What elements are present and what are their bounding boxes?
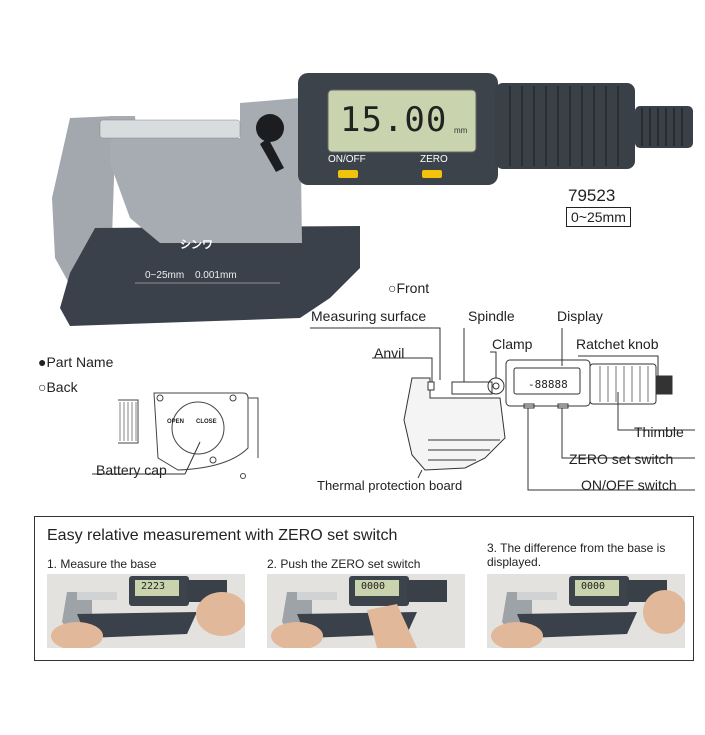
step-3-text: 3. The difference from the base is displ… <box>487 541 666 569</box>
step-1-photo: 2223 <box>47 574 245 648</box>
step-1-screen: 2223 <box>141 581 166 592</box>
back-cap-close-text: CLOSE <box>196 419 217 425</box>
step-3-photo: 0000 <box>487 574 685 648</box>
front-view-diagram <box>310 327 695 491</box>
front-small-display: -88888 <box>528 378 568 391</box>
label-onoff-switch: ON/OFF switch <box>581 477 677 493</box>
label-display: Display <box>557 308 603 324</box>
hero-display-unit: mm <box>454 126 468 135</box>
model-range: 0~25mm <box>566 207 631 227</box>
micrometer-illustration <box>52 73 693 326</box>
label-spindle: Spindle <box>468 308 515 324</box>
model-number: 79523 <box>568 186 616 205</box>
back-cap-open-text: OPEN <box>167 419 185 425</box>
label-measuring-surface: Measuring surface <box>311 308 427 324</box>
step-2-photo: 0000 <box>267 574 465 648</box>
label-ratchet-knob: Ratchet knob <box>576 336 659 352</box>
label-zero-set-switch: ZERO set switch <box>569 451 674 467</box>
back-label: ○Back <box>38 379 78 395</box>
label-clamp: Clamp <box>492 336 533 352</box>
label-thermal-board: Thermal protection board <box>317 478 463 493</box>
panel-title: Easy relative measurement with ZERO set … <box>47 527 398 544</box>
hero-zero-label: ZERO <box>420 154 448 165</box>
part-name-label: ●Part Name <box>38 354 114 370</box>
hero-onoff-label: ON/OFF <box>328 154 366 165</box>
step-2-text: 2. Push the ZERO set switch <box>267 557 421 571</box>
hero-micrometer: 15.00 mm ON/OFF ZERO シンワ 0~25mm 0.001mm <box>40 68 705 338</box>
step-1-text: 1. Measure the base <box>47 557 157 571</box>
step-2-screen: 0000 <box>361 581 386 592</box>
front-label: ○Front <box>388 280 430 296</box>
step-3-screen: 0000 <box>581 581 606 592</box>
battery-cap-label: Battery cap <box>96 462 167 478</box>
label-thimble: Thimble <box>634 424 684 440</box>
hero-display-value: 15.00 <box>340 100 448 140</box>
battery-cap-leader <box>92 441 201 475</box>
hero-brand-logo: シンワ <box>180 239 213 251</box>
back-view-diagram <box>118 392 259 479</box>
label-anvil: Anvil <box>374 345 405 361</box>
relative-measurement-panel: Easy relative measurement with ZERO set … <box>34 516 694 661</box>
hero-frame-text: 0~25mm 0.001mm <box>145 270 237 281</box>
